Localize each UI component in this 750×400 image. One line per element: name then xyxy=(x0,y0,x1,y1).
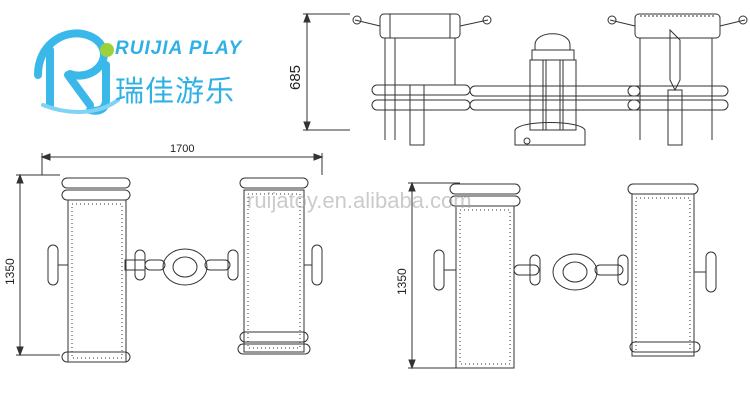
dim-label-top-depth-right: 1350 xyxy=(395,268,409,295)
top-view-right xyxy=(408,181,717,370)
brand-name-english: RUIJIA PLAY xyxy=(115,38,243,59)
ruijia-logo-mark xyxy=(34,29,120,115)
brand-name-chinese: 瑞佳游乐 xyxy=(115,74,236,108)
logo-swirl-icon xyxy=(34,29,120,115)
top-view-left xyxy=(16,153,324,363)
dim-label-top-width: 1700 xyxy=(170,143,194,155)
dim-label-top-depth-left: 1350 xyxy=(3,258,17,285)
watermark-text: ruijatoy.en.alibaba.com xyxy=(247,188,472,213)
dim-label-side-height: 685 xyxy=(287,65,304,90)
side-view xyxy=(303,12,748,146)
